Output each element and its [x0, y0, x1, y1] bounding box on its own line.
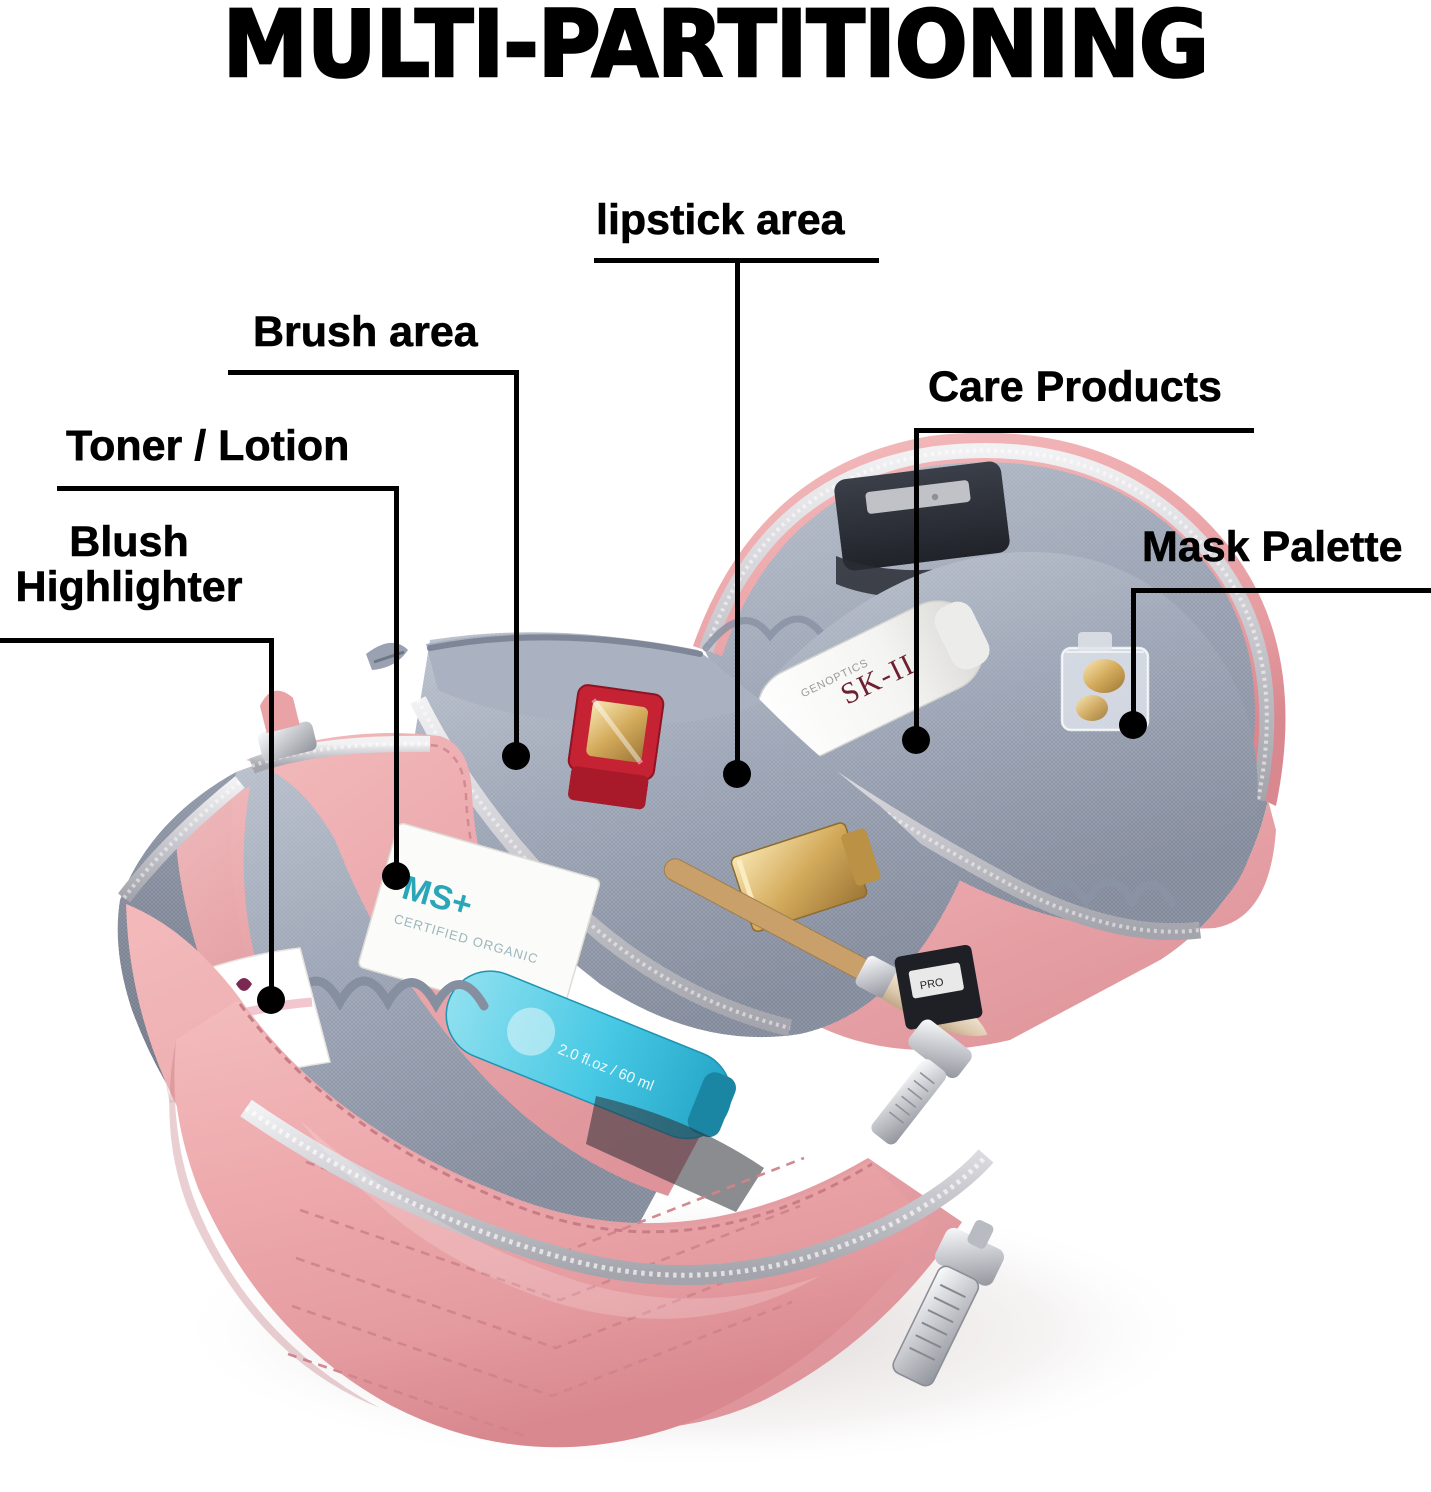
callout-label-line-1: Blush: [69, 518, 189, 566]
callout-label-brush-area: Brush area: [253, 308, 478, 356]
callout-rule-toner-lotion: [57, 486, 399, 491]
callout-label-mask-palette: Mask Palette: [1142, 523, 1403, 571]
callout-label-toner-lotion: Toner / Lotion: [66, 422, 350, 470]
callout-rule-mask-palette: [1131, 588, 1431, 593]
page-title: MULTI-PARTITIONING: [222, 0, 1211, 98]
callout-label-lipstick-area: lipstick area: [596, 196, 845, 244]
callout-dot-blush-highlighter: [257, 986, 285, 1014]
callout-rule-brush-area: [228, 370, 519, 375]
callout-dot-toner-lotion: [382, 862, 410, 890]
callout-rule-care-products: [914, 428, 1254, 433]
callout-dot-care-products: [902, 726, 930, 754]
callout-leader-toner-lotion: [394, 486, 399, 876]
callout-dot-lipstick-area: [723, 760, 751, 788]
callout-leader-brush-area: [514, 370, 519, 756]
svg-text:PRO: PRO: [919, 976, 945, 992]
callout-leader-lipstick-area: [735, 258, 740, 774]
callout-leader-care-products: [914, 428, 919, 740]
callout-rule-blush-highlighter: [0, 638, 274, 643]
callout-label-line-2: Highlighter: [15, 563, 243, 612]
callout-label-blush-highlighter: Blush Highlighter: [0, 518, 258, 612]
callout-leader-mask-palette: [1131, 588, 1136, 725]
callout-label-care-products: Care Products: [928, 363, 1223, 411]
callout-dot-brush-area: [502, 742, 530, 770]
callout-dot-mask-palette: [1119, 711, 1147, 739]
callout-leader-blush-highlighter: [269, 638, 274, 1000]
